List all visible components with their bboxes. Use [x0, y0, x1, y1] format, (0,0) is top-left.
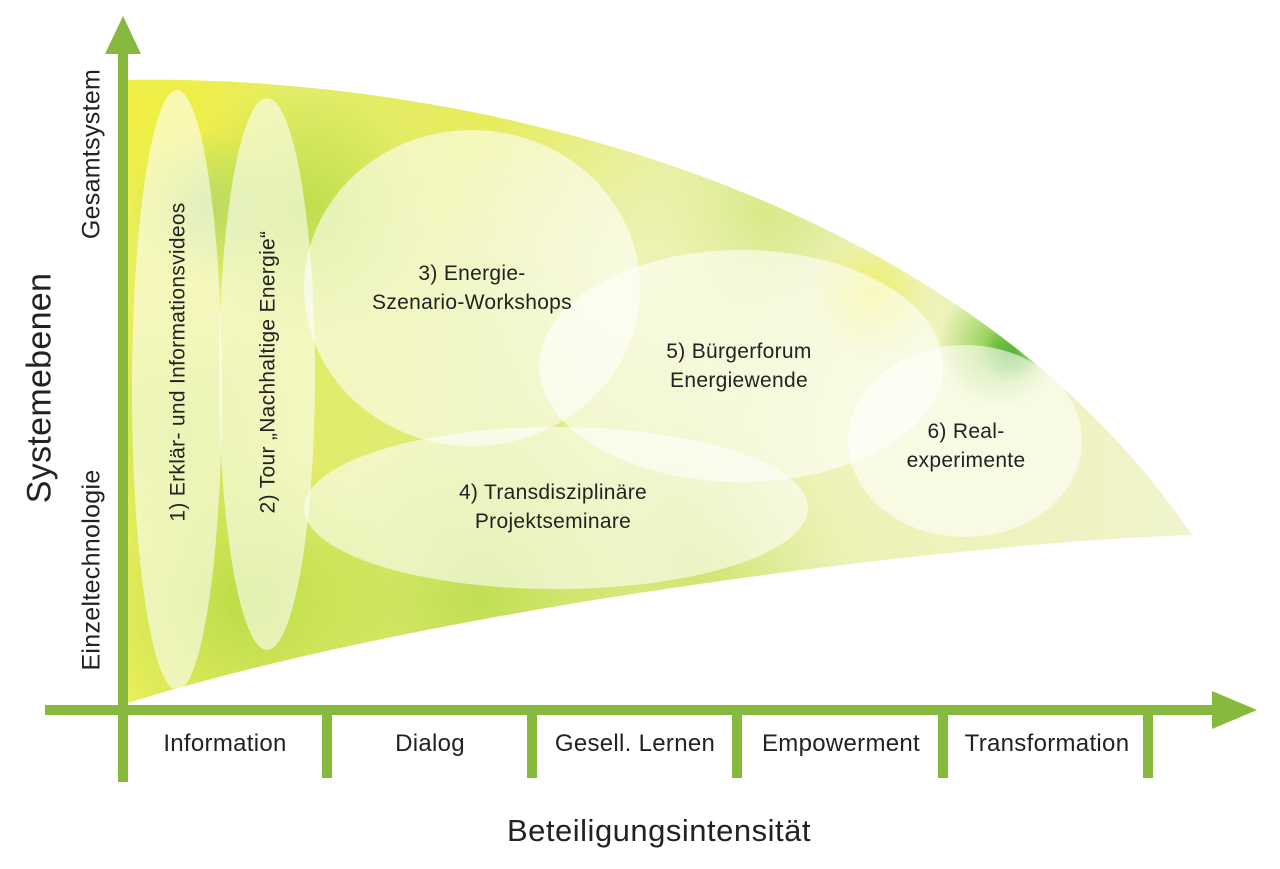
bubble-ellipse-2 — [219, 98, 315, 650]
x-axis-category-gesell-lernen: Gesell. Lernen — [554, 730, 716, 757]
watercolor-texture — [128, 79, 1125, 704]
bubble-label-3-line1: 3) Energie- — [418, 262, 526, 285]
x-axis-line — [45, 705, 1215, 715]
x-axis-tick-2 — [527, 705, 537, 778]
bubble-ellipse-6 — [848, 345, 1082, 537]
bubble-label-5: 5) Bürgerforum Energiewende — [666, 337, 811, 395]
x-axis-title: Beteiligungsintensität — [507, 813, 811, 848]
x-axis-arrowhead — [1212, 691, 1257, 729]
x-axis-tick-4 — [938, 705, 948, 778]
bubble-label-5-line2: Energiewende — [670, 369, 808, 392]
x-axis-category-dialog: Dialog — [395, 730, 465, 757]
bubble-label-1: 1) Erklär- und Informationsvideos — [166, 202, 190, 522]
y-axis-arrowhead — [105, 16, 141, 54]
bubble-label-3-line2: Szenario-Workshops — [372, 291, 572, 314]
bubble-label-6: 6) Real- experimente — [907, 417, 1026, 475]
bubble-label-4-line1: 4) Transdisziplinäre — [458, 481, 648, 504]
bubble-label-3: 3) Energie- Szenario-Workshops — [372, 259, 572, 317]
bubble-label-4-line2: Projektseminare — [474, 510, 632, 533]
x-axis-category-empowerment: Empowerment — [761, 730, 921, 757]
y-axis-title: Systemebenen — [20, 272, 59, 504]
x-axis-tick-5 — [1143, 705, 1153, 778]
x-axis-category-transformation: Transformation — [964, 730, 1130, 757]
bubble-label-4: 4) Transdisziplinäre Projektseminare — [459, 478, 647, 536]
bubble-label-6-line2: experimente — [906, 449, 1026, 472]
bubble-ellipse-1 — [132, 90, 222, 690]
bubble-label-6-line1: 6) Real- — [927, 420, 1005, 443]
y-axis-label-gesamtsystem: Gesamtsystem — [77, 68, 106, 240]
y-axis-line — [118, 48, 128, 782]
y-axis-label-einzeltechnologie: Einzeltechnologie — [77, 469, 106, 671]
x-axis-tick-3 — [732, 705, 742, 778]
x-axis-tick-1 — [322, 705, 332, 778]
bubble-label-2: 2) Tour „Nachhaltige Energie“ — [256, 230, 280, 514]
bubble-ellipse-5 — [539, 250, 943, 482]
bubble-label-5-line1: 5) Bürgerforum — [666, 340, 812, 363]
x-axis-category-information: Information — [163, 730, 287, 757]
